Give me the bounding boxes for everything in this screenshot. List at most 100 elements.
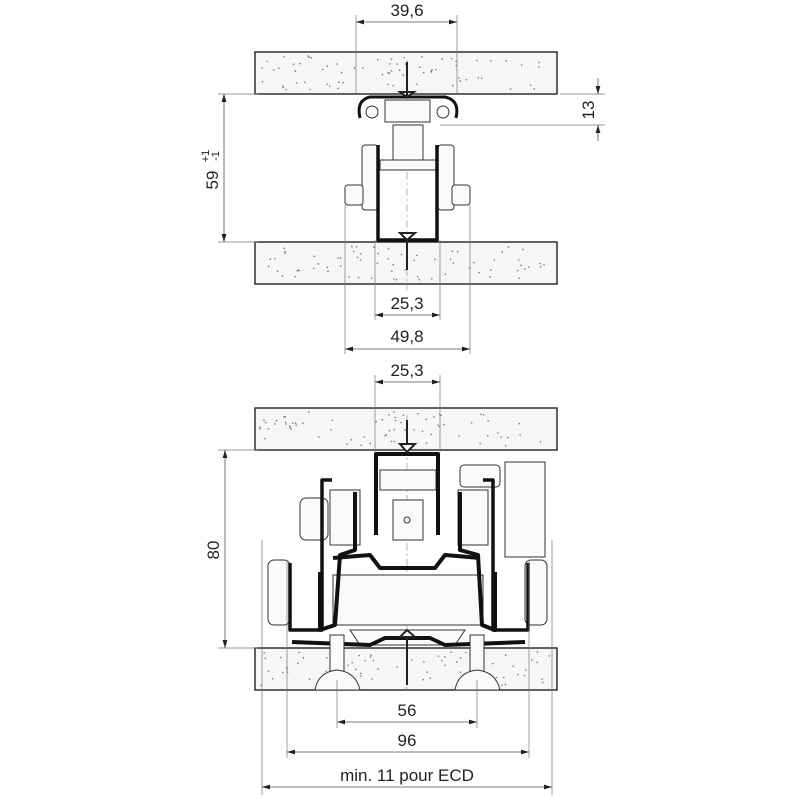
board-speckle [377, 668, 379, 670]
board-speckle [527, 266, 530, 268]
board-speckle [284, 250, 286, 253]
board-speckle [444, 273, 447, 276]
dim-pin-spacing: 56 [398, 701, 417, 720]
board-speckle [385, 433, 388, 436]
board-speckle [381, 418, 384, 421]
board-speckle [501, 684, 503, 687]
dim-top-width: 39,6 [390, 1, 423, 20]
board-speckle [337, 87, 339, 90]
board-speckle [338, 81, 340, 83]
board-speckle [381, 73, 384, 76]
board-speckle [451, 250, 454, 253]
board-speckle [404, 429, 406, 431]
board-speckle [281, 275, 284, 277]
board-speckle [295, 424, 297, 427]
board-speckle [259, 426, 261, 429]
board-speckle [449, 258, 452, 261]
board-speckle [330, 428, 332, 431]
board-speckle [541, 678, 543, 680]
board-speckle [359, 253, 362, 255]
board-speckle [491, 662, 494, 665]
board-speckle [458, 77, 460, 79]
board-speckle [497, 432, 499, 434]
board-speckle [504, 683, 507, 686]
board-speckle [478, 271, 480, 274]
board-speckle [285, 88, 287, 91]
board-speckle [326, 65, 329, 67]
board-speckle [470, 422, 473, 424]
board-speckle [282, 85, 284, 87]
board-speckle [452, 84, 454, 87]
board-speckle [337, 257, 340, 260]
board-speckle [476, 59, 478, 62]
board-speckle [276, 270, 279, 273]
board-speckle [275, 419, 278, 422]
board-speckle [435, 68, 437, 71]
board-speckle [486, 434, 489, 437]
board-speckle [480, 413, 482, 416]
board-speckle [297, 662, 299, 664]
board-speckle [430, 71, 433, 73]
board-speckle [402, 74, 405, 76]
board-speckle [403, 56, 406, 59]
board-speckle [282, 86, 285, 89]
board-speckle [294, 70, 297, 72]
board-speckle [540, 265, 542, 268]
board-speckle [388, 72, 391, 75]
board-speckle [489, 276, 491, 278]
board-speckle [518, 422, 521, 425]
board-speckle [413, 259, 416, 262]
board-speckle [339, 257, 342, 259]
board-speckle [348, 276, 350, 278]
board-speckle [351, 661, 354, 664]
board-speckle [450, 651, 452, 654]
board-speckle [523, 268, 526, 270]
board-speckle [390, 58, 393, 60]
board-speckle [503, 676, 505, 679]
board-speckle [529, 84, 532, 87]
board-speckle [360, 675, 362, 677]
board-speckle [267, 670, 270, 672]
board-speckle [421, 56, 423, 58]
board-speckle [351, 245, 353, 248]
board-speckle [396, 666, 398, 668]
board-speckle [283, 55, 285, 58]
top-dimensions: 39,6 13 59 +1 -1 25,3 49,8 [200, 1, 605, 354]
board-speckle [434, 258, 436, 261]
board-speckle [302, 656, 305, 659]
board-speckle [522, 248, 524, 251]
board-speckle [292, 63, 295, 66]
board-speckle [274, 257, 276, 260]
board-speckle [356, 256, 359, 259]
dim-overall-width-bottom: 96 [398, 731, 417, 750]
board-speckle [512, 665, 515, 667]
board-speckle [400, 253, 403, 256]
board-speckle [308, 411, 310, 413]
board-speckle [416, 276, 419, 278]
board-speckle [520, 264, 522, 267]
board-speckle [342, 81, 344, 84]
board-speckle [387, 72, 389, 74]
board-speckle [415, 254, 418, 257]
board-speckle [495, 676, 498, 679]
board-speckle [455, 64, 457, 67]
board-speckle [283, 247, 286, 250]
board-speckle [283, 416, 285, 418]
board-speckle [357, 276, 360, 279]
board-speckle [506, 436, 509, 439]
board-speckle [490, 59, 492, 62]
board-speckle [326, 83, 328, 86]
board-speckle [327, 270, 329, 272]
board-speckle [395, 278, 398, 281]
board-speckle [359, 259, 362, 261]
board-speckle [313, 255, 316, 258]
board-speckle [263, 651, 265, 654]
dim-tol-plus: +1 [200, 150, 212, 163]
board-speckle [400, 421, 402, 424]
board-speckle [493, 259, 496, 261]
board-speckle [370, 654, 372, 656]
board-speckle [416, 83, 418, 86]
board-speckle [390, 440, 393, 443]
board-speckle [325, 670, 327, 673]
dim-rail-height: 13 [579, 101, 598, 120]
